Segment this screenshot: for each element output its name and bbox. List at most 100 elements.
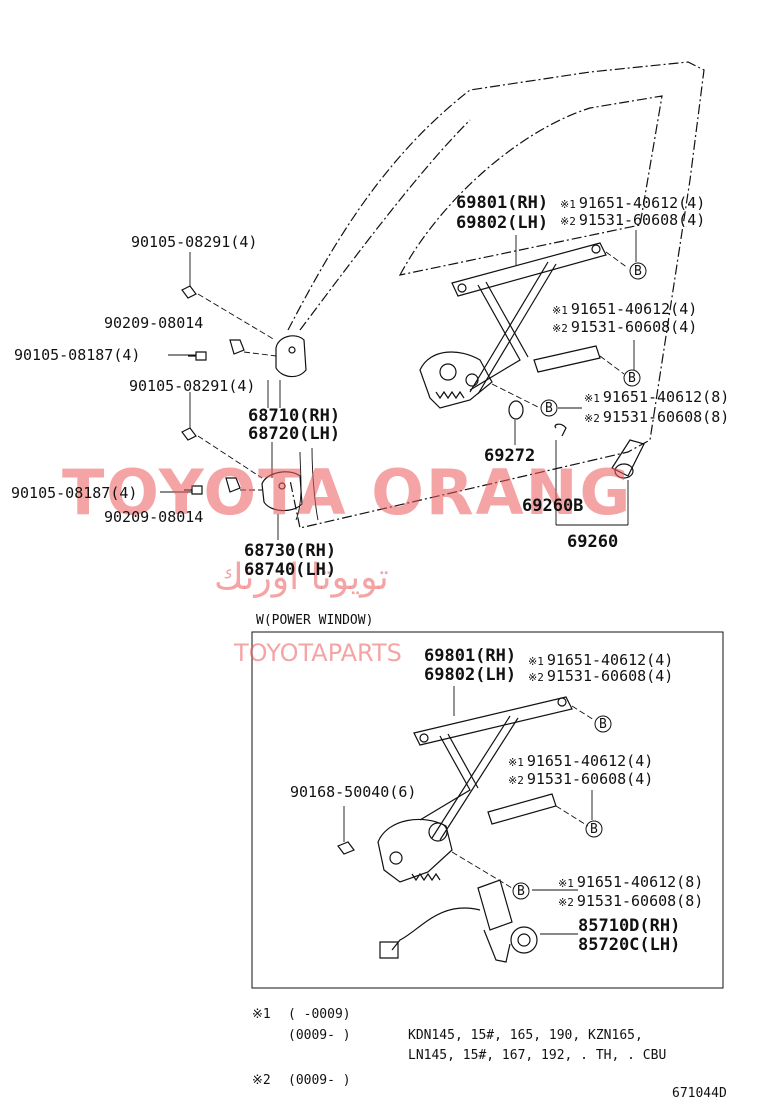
plate: [229, 339, 245, 355]
callout-b-circle: [512, 882, 530, 900]
note-mark: ※2: [508, 774, 524, 787]
part-label-91651: 91651-40612(8): [602, 388, 730, 406]
gear-hub: [439, 363, 457, 381]
footnote-1-models: KDN145, 15#, 165, 190, KZN165,: [408, 1028, 643, 1043]
power-window-frame: [251, 631, 724, 989]
part-label-91651: 91651-40612(8): [576, 873, 704, 891]
part-label-69802: 69802(LH): [424, 665, 517, 685]
window-handle: [611, 439, 645, 477]
handle-knob: [614, 463, 634, 479]
watermark-arabic: تويوتا اورنك: [214, 557, 389, 598]
pw-arm-b: [439, 717, 519, 841]
footnote-1-range-2: (0009- ): [288, 1028, 351, 1043]
part-label-85720c: 85720C(LH): [578, 935, 681, 955]
pw-arm-b: [431, 715, 511, 839]
gear-hub: [465, 373, 479, 387]
note-mark: ※1: [508, 756, 524, 769]
part-label-91531: 91531-60608(8): [576, 892, 704, 910]
rail-bolt: [457, 283, 467, 293]
part-label-69801: 69801(RH): [456, 193, 549, 213]
door-outline: [287, 61, 705, 529]
regulator-arm-a: [485, 281, 529, 358]
pw-motor-cap: [510, 926, 538, 954]
callout-b-circle: [629, 262, 647, 280]
bolt: [188, 351, 207, 361]
pw-lower-guide: [487, 793, 557, 825]
note-mark: ※2: [558, 896, 574, 909]
part-label-90105-08291: 90105-08291(4): [129, 377, 256, 395]
note-mark: ※2: [560, 215, 576, 228]
gear-hub: [428, 822, 448, 842]
handle-clip: [554, 423, 567, 437]
callout-b: B: [545, 401, 553, 416]
regulator-arm-b: [477, 263, 557, 395]
part-label-90105-08187: 90105-08187(4): [14, 346, 141, 364]
callout-b: B: [599, 717, 607, 732]
part-label-90168-50040: 90168-50040(6): [290, 783, 417, 801]
callout-b: B: [517, 884, 525, 899]
gear-teeth: [411, 872, 441, 882]
part-label-85710d: 85710D(RH): [578, 916, 681, 936]
footnote-1-models-2: LN145, 15#, 167, 192, . TH, . CBU: [408, 1048, 667, 1063]
part-label-91531: 91531-60608(4): [570, 318, 698, 336]
pw-motor-bracket: [483, 929, 511, 963]
part-label-69802: 69802(LH): [456, 213, 549, 233]
part-label-69260: 69260: [567, 532, 619, 552]
part-label-91531: 91531-60608(4): [578, 211, 706, 229]
part-label-90209-08014: 90209-08014: [104, 508, 204, 526]
part-label-69272: 69272: [484, 446, 536, 466]
part-label-68730: 68730(RH): [244, 541, 337, 561]
pw-gear-sector: [377, 818, 453, 883]
bolt: [181, 285, 197, 299]
regulator-upper-rail: [451, 242, 607, 297]
part-label-90209-08014: 90209-08014: [104, 314, 204, 332]
callout-b-circle: [623, 369, 641, 387]
footnote-1-range: ( -0009): [288, 1007, 351, 1022]
note-mark: ※1: [528, 655, 544, 668]
regulator-lower-guide: [533, 345, 601, 373]
pw-upper-rail: [413, 696, 573, 746]
pw-arm-a: [447, 733, 479, 789]
pw-motor-wire: [391, 907, 481, 951]
watermark-site: TOYOTAPARTS: [234, 639, 402, 667]
part-label-90105-08291: 90105-08291(4): [131, 233, 258, 251]
part-label-69801: 69801(RH): [424, 646, 517, 666]
door-inner-line: [299, 119, 471, 331]
pw-connector: [379, 941, 399, 959]
note-mark: ※1: [558, 877, 574, 890]
washer: [508, 400, 524, 420]
regulator-gear-sector: [419, 351, 493, 409]
rail-bolt: [419, 733, 429, 743]
window-glass-outline: [398, 95, 663, 276]
part-label-91651: 91651-40612(4): [570, 300, 698, 318]
callout-b-circle: [540, 399, 558, 417]
callout-b: B: [634, 264, 642, 279]
watermark-main: TOYOTA ORANG: [62, 456, 633, 529]
diagram-code: 671044D: [672, 1086, 727, 1101]
part-label-91651: 91651-40612(4): [578, 194, 706, 212]
hinge-pin: [288, 346, 296, 354]
callout-b: B: [628, 371, 636, 386]
callout-b-circle: [594, 715, 612, 733]
part-label-91651: 91651-40612(4): [546, 651, 674, 669]
hinge-pin: [278, 482, 286, 490]
rail-bolt: [591, 244, 601, 254]
gear-hub: [389, 851, 403, 865]
plate: [225, 477, 241, 493]
regulator-arm-b: [469, 261, 549, 393]
part-label-91531: 91531-60608(4): [546, 667, 674, 685]
part-label-68710: 68710(RH): [248, 406, 341, 426]
bolt: [181, 427, 197, 441]
footnote-mark-2: ※2: [252, 1073, 271, 1088]
